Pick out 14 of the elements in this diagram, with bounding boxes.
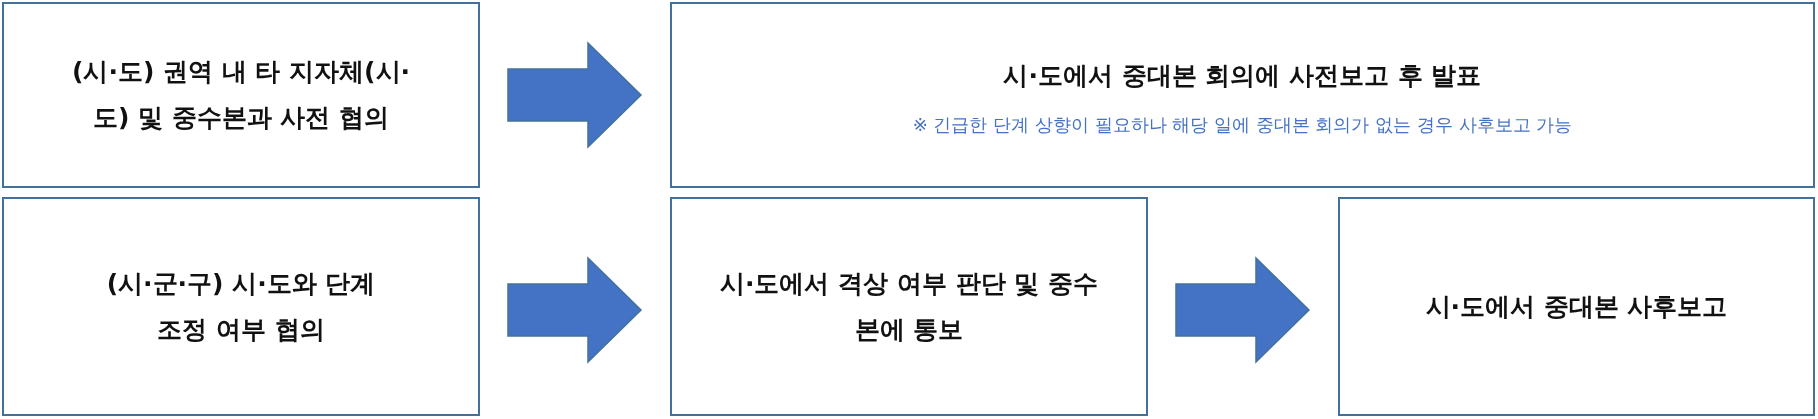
main-text: 시·도에서 격상 여부 판단 및 중수본에 통보: [719, 267, 1099, 346]
process-box: [2, 2, 480, 188]
block-arrow: [1175, 256, 1311, 364]
process-box: [670, 197, 1148, 416]
process-box: [2, 197, 480, 416]
main-text: (시·도) 권역 내 타 지자체(시·도) 및 중수본과 사전 협의: [70, 56, 412, 134]
block-arrow: [507, 256, 643, 364]
process-box: [1338, 197, 1815, 416]
block-arrow: [507, 41, 643, 149]
process-box: [670, 2, 1815, 188]
main-text: 시·도에서 중대본 회의에 사전보고 후 발표: [1003, 60, 1482, 92]
main-text: 시·도에서 중대본 사후보고: [1425, 290, 1728, 323]
note-text: ※ 긴급한 단계 상향이 필요하나 해당 일에 중대본 회의가 없는 경우 사후보고 가능: [912, 113, 1573, 137]
main-text: (시·군·구) 시·도와 단계 조정 여부 협의: [105, 267, 377, 346]
